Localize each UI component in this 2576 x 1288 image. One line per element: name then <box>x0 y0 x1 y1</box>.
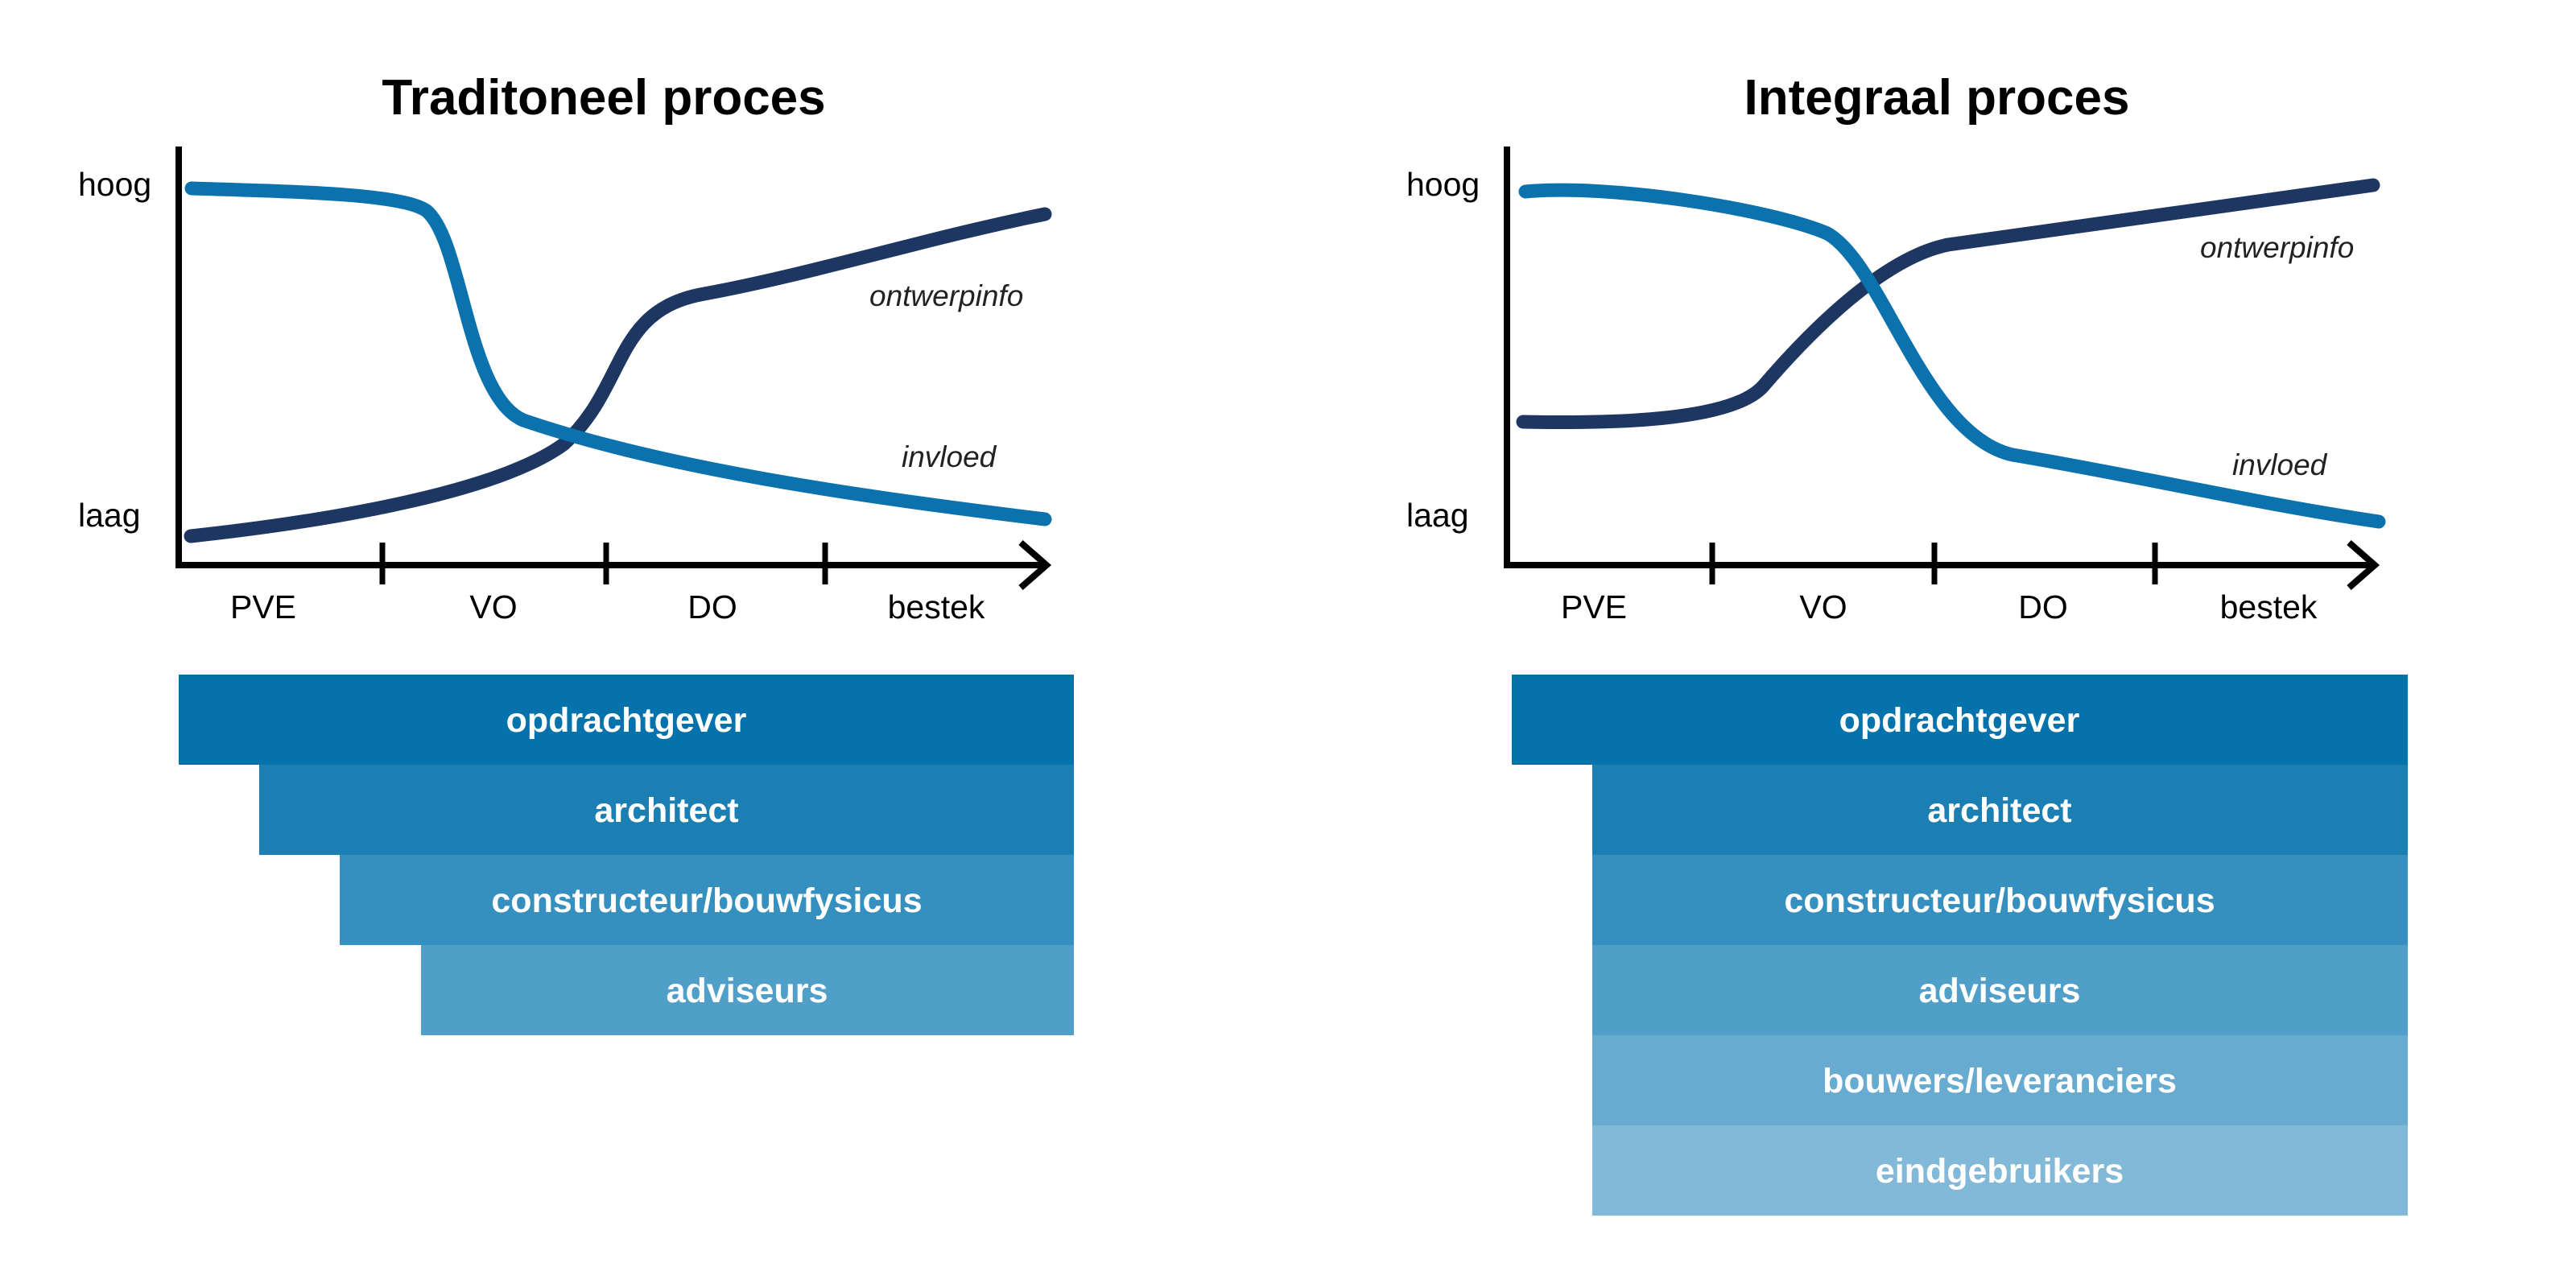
role-label: adviseurs <box>667 972 828 1010</box>
role-label: constructeur/bouwfysicus <box>1784 881 2215 920</box>
y-label-high: hoog <box>1406 166 1480 203</box>
ontwerpinfo-curve <box>184 207 1052 543</box>
phase-label-pve: PVE <box>1561 588 1627 625</box>
role-bar-constructeur <box>1592 855 2408 945</box>
role-bars: opdrachtgever architect constructeur/bou… <box>1512 675 2408 1216</box>
phase-label-bestek: bestek <box>2220 588 2318 625</box>
ontwerpinfo-label: ontwerpinfo <box>869 279 1023 312</box>
role-label: architect <box>1927 791 2071 830</box>
role-bar-bouwers <box>1592 1035 2408 1125</box>
role-bar-constructeur <box>340 855 1074 945</box>
ontwerpinfo-curve <box>1516 178 2380 429</box>
x-axis-arrow-icon <box>1018 539 1052 591</box>
role-bar-architect <box>1592 765 2408 855</box>
role-bar-architect <box>259 765 1074 855</box>
y-label-high: hoog <box>78 166 151 203</box>
axes <box>1504 147 2373 568</box>
role-label: adviseurs <box>1919 972 2081 1010</box>
role-label: bouwers/leveranciers <box>1823 1062 2177 1100</box>
role-label: constructeur/bouwfysicus <box>491 881 922 920</box>
phase-label-vo: VO <box>469 588 517 625</box>
x-axis-arrow-icon <box>2347 539 2380 591</box>
invloed-curve <box>1518 183 2386 529</box>
phase-label-do: DO <box>2018 588 2068 625</box>
ontwerpinfo-label: ontwerpinfo <box>2200 231 2354 264</box>
role-bars: opdrachtgever architect constructeur/bou… <box>179 675 1074 1035</box>
y-label-low: laag <box>1406 497 1469 534</box>
role-bar-adviseurs <box>421 945 1074 1035</box>
role-bar-adviseurs <box>1592 945 2408 1035</box>
role-label: eindgebruikers <box>1876 1152 2124 1191</box>
role-bar-opdrachtgever <box>179 675 1074 765</box>
phase-label-pve: PVE <box>230 588 296 625</box>
panel-integral: Integraal proces hoog laag PVE VO DO bes… <box>1406 70 2408 1216</box>
invloed-curve <box>184 181 1052 526</box>
phase-label-bestek: bestek <box>888 588 985 625</box>
panel-traditional: Traditoneel proces hoog laag PVE VO DO b… <box>78 70 1074 1035</box>
role-label: opdrachtgever <box>1839 701 2080 740</box>
y-label-low: laag <box>78 497 141 534</box>
invloed-label: invloed <box>902 440 997 473</box>
role-bar-opdrachtgever <box>1512 675 2408 765</box>
axes <box>175 147 1045 568</box>
role-label: opdrachtgever <box>506 701 747 740</box>
role-bar-eindgebruikers <box>1592 1125 2408 1216</box>
invloed-label: invloed <box>2232 448 2328 481</box>
panel-title: Integraal proces <box>1744 70 2130 126</box>
panel-title: Traditoneel proces <box>382 70 825 126</box>
phase-label-vo: VO <box>1799 588 1847 625</box>
phase-label-do: DO <box>687 588 737 625</box>
role-label: architect <box>594 791 738 830</box>
